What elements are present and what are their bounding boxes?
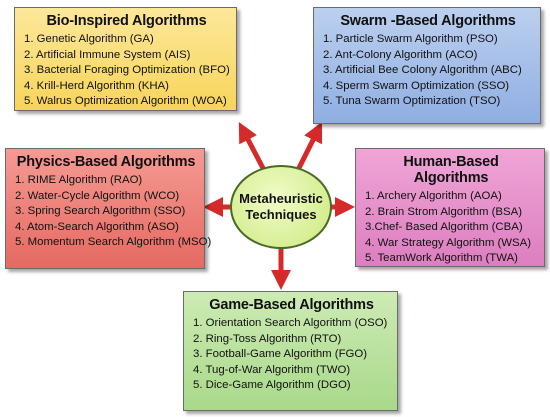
- list-item: 3. Artificial Bee Colony Algorithm (ABC): [323, 64, 522, 77]
- list-item: 3. Bacterial Foraging Optimization (BFO): [24, 64, 230, 77]
- list-item: 3.Chef- Based Algorithm (CBA): [365, 221, 523, 234]
- list-item: 1. Genetic Algorithm (GA): [24, 33, 154, 45]
- list-item: 3. Spring Search Algorithm (SSO): [15, 205, 186, 218]
- list-item: 1. Particle Swarm Algorithm (PSO): [323, 33, 498, 45]
- list-item: 4. Atom-Search Algorithm (ASO): [15, 220, 179, 233]
- physics-title: Physics-Based Algorithms: [16, 154, 196, 170]
- list-item: 3. Football-Game Algorithm (FGO): [193, 348, 368, 361]
- list-item: 4. War Strategy Algorithm (WSA): [365, 236, 532, 249]
- list-item: 2. Water-Cycle Algorithm (WCO): [15, 189, 180, 202]
- swarm-title: Swarm -Based Algorithms: [340, 13, 516, 29]
- arrow-to-swarm: [294, 121, 323, 174]
- bio-title: Bio-Inspired Algorithms: [46, 13, 207, 29]
- list-item: 2. Brain Strom Algorithm (BSA): [365, 205, 522, 218]
- list-item: 5. Momentum Search Algorithm (MSO): [15, 236, 212, 249]
- center-label-line2: Techniques: [245, 207, 317, 222]
- list-item: 4. Tug-of-War Algorithm (TWO): [193, 363, 351, 376]
- center-ellipse: Metaheuristic Techniques: [230, 165, 332, 249]
- game-list: 1. Orientation Search Algorithm (OSO) 2.…: [193, 316, 390, 394]
- physics-based-box: Physics-Based Algorithms 1. RIME Algorit…: [5, 148, 212, 269]
- bio-list: 1. Genetic Algorithm (GA) 2. Artificial …: [24, 32, 230, 110]
- list-item: 2. Ant-Colony Algorithm (ACO): [323, 48, 478, 61]
- list-item: 2. Artificial Immune System (AIS): [24, 48, 191, 61]
- list-item: 5. Walrus Optimization Algorithm (WOA): [24, 95, 227, 108]
- arrow-to-bio: [238, 122, 268, 174]
- list-item: 1. Archery Algorithm (AOA): [365, 190, 502, 202]
- list-item: 5. Tuna Swarm Optimization (TSO): [323, 95, 501, 108]
- physics-list: 1. RIME Algorithm (RAO) 2. Water-Cycle A…: [15, 173, 212, 251]
- center-label-line1: Metaheuristic: [239, 191, 323, 206]
- list-item: 1. Orientation Search Algorithm (OSO): [193, 317, 388, 329]
- list-item: 4. Krill-Herd Algorithm (KHA): [24, 79, 169, 92]
- human-title: Human-Based Algorithms: [403, 154, 499, 186]
- bio-inspired-box: Bio-Inspired Algorithms 1. Genetic Algor…: [14, 7, 237, 111]
- list-item: 2. Ring-Toss Algorithm (RTO): [193, 332, 342, 345]
- game-based-box: Game-Based Algorithms 1. Orientation Sea…: [183, 291, 398, 411]
- swarm-based-box: Swarm -Based Algorithms 1. Particle Swar…: [313, 7, 541, 124]
- game-title: Game-Based Algorithms: [209, 297, 374, 313]
- human-list: 1. Archery Algorithm (AOA) 2. Brain Stro…: [365, 189, 537, 267]
- human-based-box: Human-Based Algorithms 1. Archery Algori…: [355, 148, 545, 267]
- list-item: 1. RIME Algorithm (RAO): [15, 174, 143, 186]
- list-item: 5. Dice-Game Algorithm (DGO): [193, 379, 351, 392]
- list-item: 5. TeamWork Algorithm (TWA): [365, 252, 518, 265]
- list-item: 4. Sperm Swarm Optimization (SSO): [323, 79, 510, 92]
- swarm-list: 1. Particle Swarm Algorithm (PSO) 2. Ant…: [323, 32, 533, 110]
